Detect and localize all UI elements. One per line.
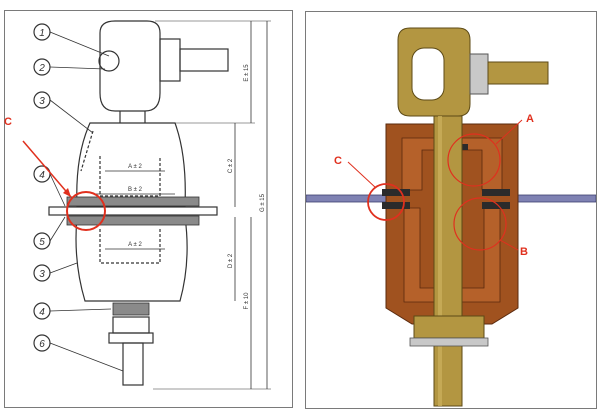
separator-plate bbox=[48, 206, 218, 216]
technical-drawing-panel: 1 2 3 4 5 3 4 6 A ± 2 B ± 2 A ± 2 C ± 2 … bbox=[4, 10, 293, 408]
dimension-label: B ± 2 bbox=[128, 187, 143, 193]
technical-drawing: 1 2 3 4 5 3 4 6 A ± 2 B ± 2 A ± 2 C ± 2 … bbox=[22, 20, 271, 390]
dimension-label: F ± 10 bbox=[244, 292, 250, 310]
detail-leader-c bbox=[347, 161, 377, 189]
detail-leader-b bbox=[499, 239, 519, 251]
label-c: C bbox=[334, 155, 342, 167]
bottom-nut bbox=[112, 316, 150, 334]
lower-porcelain bbox=[75, 216, 188, 302]
gasket-right-upper bbox=[482, 189, 510, 196]
callout-number: 4 bbox=[39, 170, 45, 181]
dimension-label: A ± 2 bbox=[128, 164, 142, 170]
terminal-eye bbox=[98, 50, 120, 72]
detail-label-c: C bbox=[4, 116, 12, 128]
callout-number: 1 bbox=[39, 28, 45, 39]
callout-number: 4 bbox=[39, 307, 45, 318]
dimension-label: D ± 2 bbox=[228, 253, 234, 268]
label-b: B bbox=[520, 246, 528, 258]
terminal-nut bbox=[469, 53, 489, 95]
cross-section-panel: A B C bbox=[305, 11, 597, 409]
gasket-right-lower bbox=[482, 202, 510, 209]
callout-number: 3 bbox=[39, 269, 45, 280]
terminal-stud bbox=[179, 48, 229, 72]
gasket-left-lower bbox=[382, 202, 410, 209]
callout-number: 5 bbox=[39, 237, 45, 248]
bottom-washer bbox=[409, 337, 489, 347]
callout-number: 6 bbox=[39, 339, 45, 350]
gasket-bottom bbox=[112, 302, 150, 316]
callout-number: 3 bbox=[39, 96, 45, 107]
bottom-bolt bbox=[122, 342, 144, 386]
gasket-upper bbox=[66, 196, 200, 207]
detail-circle-a bbox=[447, 133, 501, 187]
detail-circle-b bbox=[453, 197, 507, 251]
dimension-label: A ± 2 bbox=[128, 242, 142, 248]
detail-circle-c bbox=[367, 183, 405, 221]
gasket-lower bbox=[66, 215, 200, 226]
terminal-stud bbox=[487, 61, 549, 85]
arrow-head bbox=[63, 188, 71, 197]
gasket-left-upper bbox=[382, 189, 410, 196]
cross-section-drawing: A B C bbox=[306, 27, 596, 407]
detail-leader-c bbox=[22, 140, 72, 198]
callout-number: 2 bbox=[38, 63, 45, 74]
terminal-nut bbox=[159, 38, 181, 82]
label-a: A bbox=[526, 113, 534, 125]
top-terminal bbox=[99, 20, 161, 112]
bottom-nut bbox=[413, 315, 485, 339]
dimension-label: G ± 15 bbox=[260, 193, 266, 212]
dimension-label: C ± 2 bbox=[228, 158, 234, 173]
terminal-eye bbox=[411, 47, 445, 101]
dimension-label: E ± 15 bbox=[244, 64, 250, 82]
detail-circle-c bbox=[66, 191, 106, 231]
detail-leader-a bbox=[495, 119, 523, 145]
